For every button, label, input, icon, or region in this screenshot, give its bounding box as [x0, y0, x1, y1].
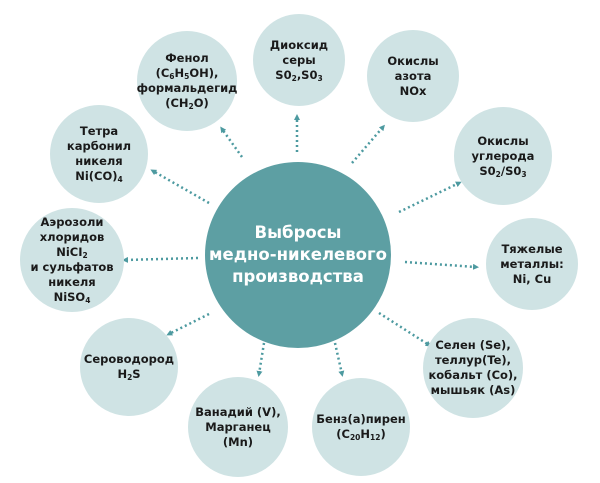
dotted-arrow	[256, 342, 266, 377]
node-label: Бенз(а)пирен(C20H12)	[316, 412, 406, 442]
dotted-arrow	[150, 169, 210, 205]
dotted-arrow	[220, 126, 244, 158]
dotted-arrow	[398, 181, 462, 214]
dotted-arrow	[333, 342, 345, 377]
node-benzpyrene: Бенз(а)пирен(C20H12)	[312, 378, 410, 476]
dotted-arrow	[404, 260, 479, 270]
dotted-arrow	[122, 256, 199, 263]
node-phenol: Фенол(C6H5OH),формальдегид(CH2O)	[137, 31, 237, 131]
dotted-arrow	[378, 311, 432, 347]
node-selenium: Селен (Se),теллур(Te),кобальт (Co),мышья…	[423, 318, 523, 418]
node-label: Фенол(C6H5OH),формальдегид(CH2O)	[136, 51, 238, 111]
node-label: Ванадий (V),Марганец (Mn)	[195, 404, 281, 449]
dotted-arrow	[351, 124, 385, 164]
node-vanadium: Ванадий (V),Марганец (Mn)	[188, 377, 288, 477]
dotted-arrow	[166, 312, 210, 336]
node-label: Селен (Se),теллур(Te),кобальт (Co),мышья…	[428, 338, 518, 397]
